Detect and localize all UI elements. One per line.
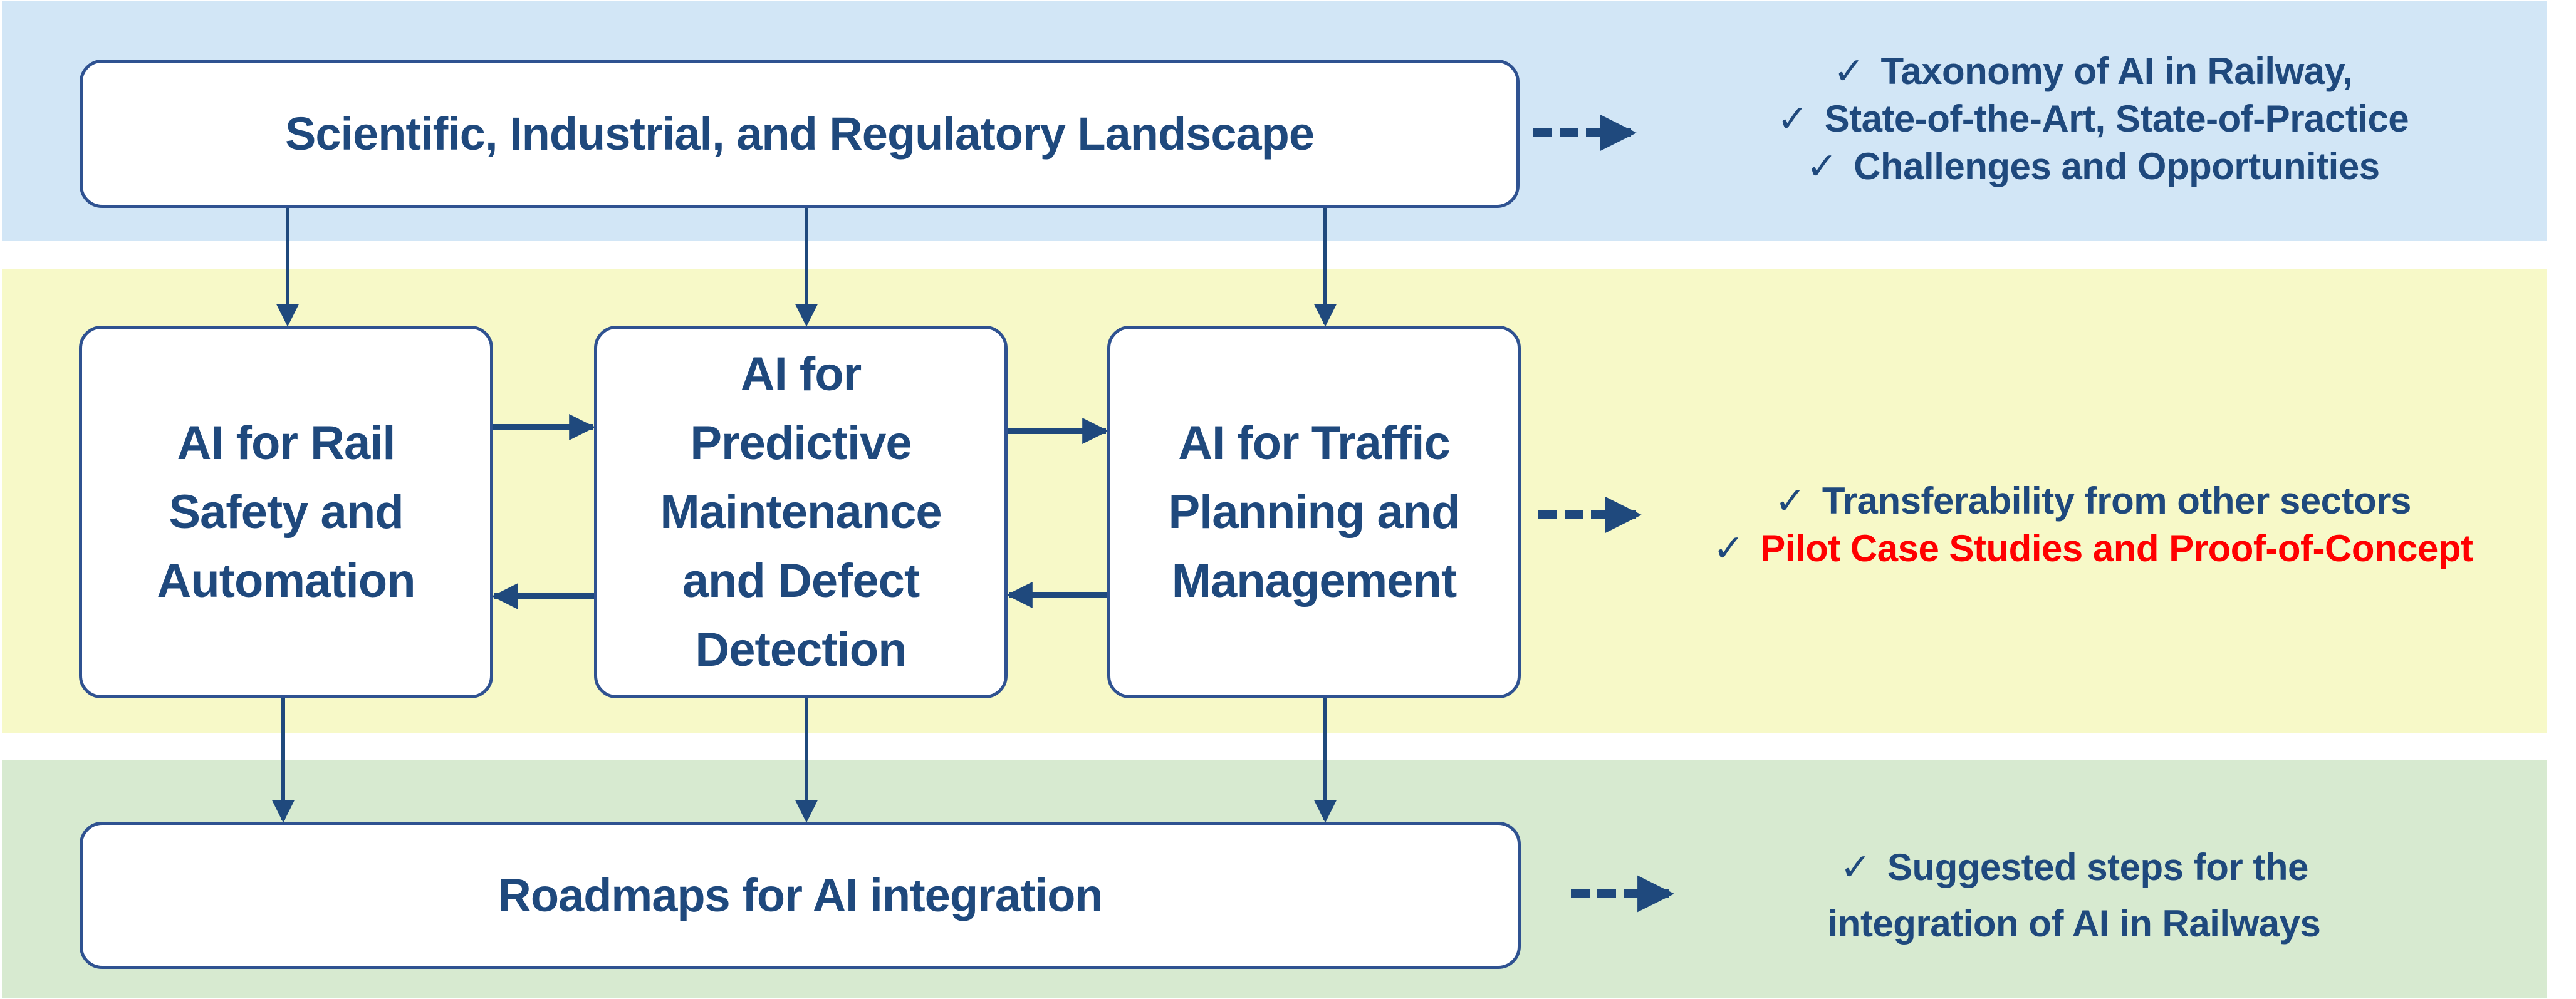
node-maintenance-line: Detection (695, 623, 907, 676)
outcome-item: ✓ Taxonomy of AI in Railway, (1679, 48, 2506, 95)
node-maintenance-line: and Defect (682, 554, 920, 608)
outcomes-landscape: ✓ Taxonomy of AI in Railway, ✓ State-of-th… (1679, 48, 2506, 190)
node-maintenance-line: Predictive (690, 416, 912, 470)
node-safety-line: Automation (157, 554, 415, 608)
check-mark-icon: ✓ (1776, 98, 1808, 140)
outcome-text: integration of AI in Railways (1827, 903, 2321, 945)
outcomes-domains: ✓ Transferability from other sectors ✓ Pil… (1642, 477, 2544, 572)
outcome-text-highlighted: Pilot Case Studies and Proof-of-Concept (1760, 527, 2473, 569)
node-roadmaps: Roadmaps for AI integration (80, 822, 1521, 969)
node-safety: AI for Rail Safety and Automation (79, 326, 493, 698)
check-mark-icon: ✓ (1806, 145, 1838, 187)
node-roadmaps-label: Roadmaps for AI integration (498, 869, 1103, 921)
outcome-item: ✓ State-of-the-Art, State-of-Practice (1679, 95, 2506, 143)
outcome-text: Taxonomy of AI in Railway, (1880, 50, 2353, 92)
node-maintenance-line: AI for (740, 347, 862, 401)
check-mark-icon: ✓ (1713, 527, 1744, 569)
node-traffic-line: Planning and (1168, 485, 1460, 539)
check-mark-icon: ✓ (1840, 846, 1871, 888)
node-landscape-label: Scientific, Industrial, and Regulatory L… (284, 108, 1315, 160)
node-traffic: AI for Traffic Planning and Management (1107, 326, 1521, 698)
node-safety-line: AI for Rail (177, 416, 396, 470)
outcome-item-continuation: integration of AI in Railways (1729, 896, 2419, 952)
check-mark-icon: ✓ (1833, 50, 1865, 92)
check-mark-icon: ✓ (1775, 480, 1806, 522)
outcome-text: Transferability from other sectors (1822, 480, 2411, 522)
outcomes-roadmaps: ✓ Suggested steps for the integration of … (1729, 839, 2419, 952)
node-traffic-line: Management (1171, 554, 1457, 608)
outcome-text: Challenges and Opportunities (1854, 145, 2380, 187)
node-maintenance: AI for Predictive Maintenance and Defect… (594, 326, 1008, 698)
node-traffic-line: AI for Traffic (1178, 416, 1451, 470)
outcome-item: ✓ Suggested steps for the (1729, 839, 2419, 896)
node-safety-line: Safety and (169, 485, 404, 539)
node-maintenance-line: Maintenance (660, 485, 942, 539)
outcome-item: ✓ Challenges and Opportunities (1679, 143, 2506, 190)
outcome-item: ✓ Transferability from other sectors (1642, 477, 2544, 525)
outcome-text: State-of-the-Art, State-of-Practice (1824, 98, 2409, 140)
outcome-text: Suggested steps for the (1887, 846, 2308, 888)
node-landscape: Scientific, Industrial, and Regulatory L… (80, 60, 1520, 208)
outcome-item: ✓ Pilot Case Studies and Proof-of-Concept (1642, 525, 2544, 572)
